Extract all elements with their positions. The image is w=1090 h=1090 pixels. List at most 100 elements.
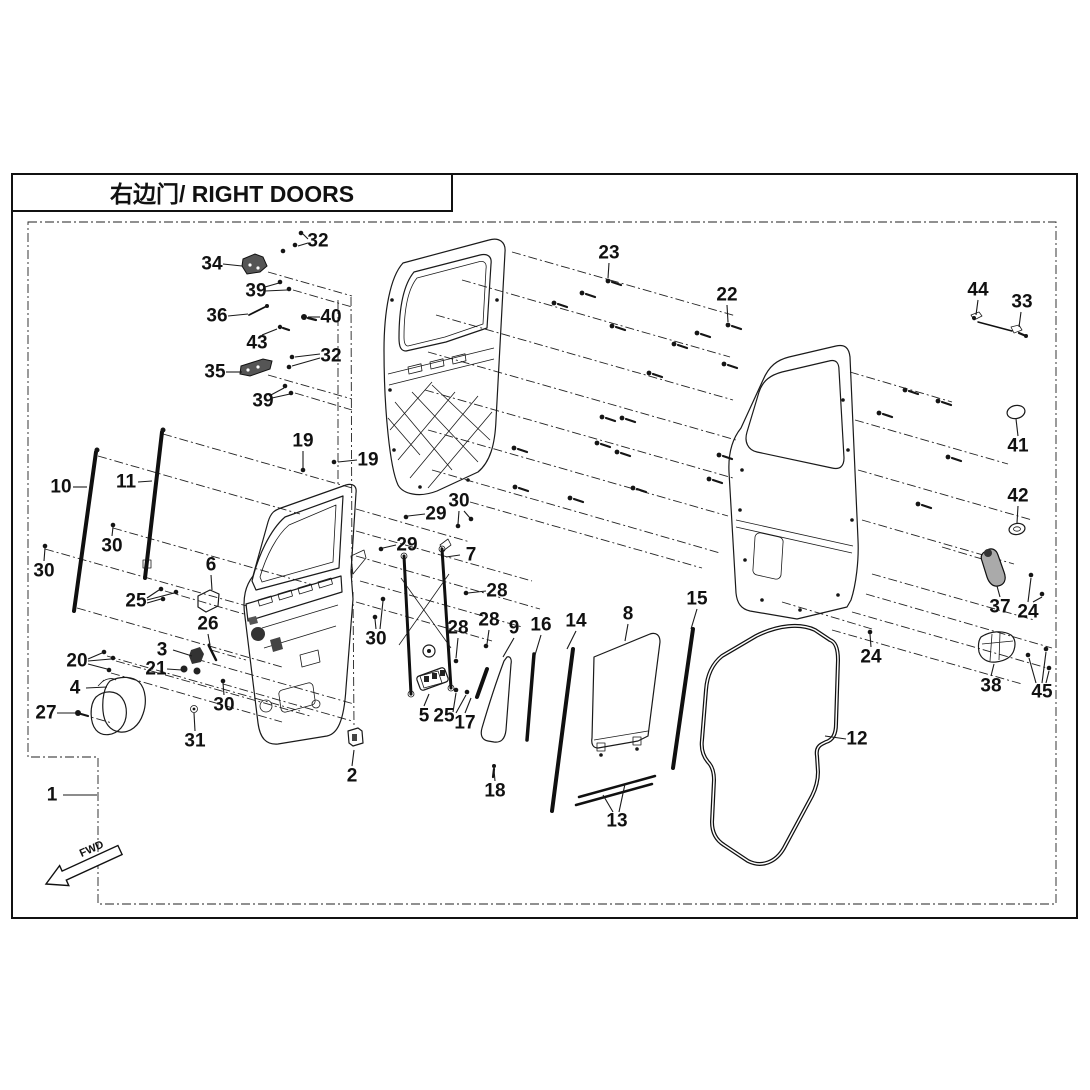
part-label-4: 4: [70, 678, 81, 699]
diagram-title: 右边门/ RIGHT DOORS: [110, 181, 354, 207]
bolt-40: [301, 314, 307, 320]
part-label-10: 10: [50, 477, 71, 498]
label-leader-line: [463, 510, 471, 519]
label-leader-line: [566, 630, 577, 650]
label-leader-line: [172, 649, 193, 657]
part-label-32: 32: [320, 346, 341, 367]
part-label-20: 20: [66, 651, 87, 672]
part-label-9: 9: [509, 618, 520, 639]
part-label-44: 44: [967, 280, 989, 301]
strip-14: [550, 647, 575, 813]
nut-31: [190, 705, 198, 713]
hinge-34: [241, 253, 268, 275]
part-label-28: 28: [478, 610, 499, 631]
part-label-2: 2: [347, 766, 358, 787]
label-leader-line: [996, 585, 1001, 598]
part-label-19: 19: [357, 450, 378, 471]
label-leader-line: [502, 637, 515, 658]
label-leader-line: [146, 592, 175, 601]
part-label-5: 5: [419, 706, 430, 727]
label-leader-line: [1015, 418, 1019, 437]
part-label-34: 34: [201, 254, 223, 275]
label-leader-line: [455, 637, 459, 659]
strip-10: [72, 450, 98, 613]
label-leader-line: [222, 263, 243, 267]
screw-27: [75, 710, 81, 716]
rod-26: [207, 644, 218, 662]
part-label-12: 12: [846, 729, 867, 750]
part-label-36: 36: [206, 306, 227, 327]
part-label-30: 30: [365, 629, 386, 650]
label-leader-line: [43, 547, 46, 562]
part-label-1: 1: [47, 785, 58, 806]
part-label-35: 35: [204, 362, 226, 383]
alignment-lines: [44, 251, 1053, 728]
part-label-13: 13: [606, 811, 627, 832]
label-leader-line: [87, 663, 108, 670]
title-box: [11, 173, 453, 212]
label-leader-line: [602, 794, 614, 813]
label-leader-line: [407, 513, 426, 517]
grommet-42: [1008, 522, 1026, 536]
part-label-18: 18: [484, 781, 505, 802]
label-leader-line: [87, 658, 112, 662]
label-leader-line: [1027, 577, 1032, 603]
rod-36: [248, 305, 268, 316]
label-leader-line: [990, 663, 995, 677]
latch-mechanism: [251, 627, 265, 641]
label-leader-line: [869, 633, 872, 648]
label-leader-line: [1018, 311, 1022, 328]
mirror-assembly: [90, 676, 146, 736]
frame-window-opening: [251, 495, 344, 591]
label-leader-line: [1016, 505, 1019, 524]
label-leader-line: [264, 282, 280, 288]
label-leader-line: [264, 289, 288, 292]
glass-run-strips: [72, 427, 695, 813]
label-leader-line: [111, 526, 114, 537]
part-label-39: 39: [252, 391, 273, 412]
label-leader-line: [337, 459, 358, 463]
part-label-33: 33: [1011, 292, 1032, 313]
part-label-21: 21: [145, 659, 167, 680]
strip-13a: [577, 774, 657, 799]
label-leader-line: [493, 769, 496, 782]
label-leader-line: [261, 328, 278, 336]
part-label-24: 24: [1017, 602, 1039, 623]
part-label-30: 30: [448, 491, 469, 512]
part-label-14: 14: [565, 611, 587, 632]
part-label-27: 27: [35, 703, 56, 724]
clip-21b: [193, 667, 201, 675]
part-label-16: 16: [530, 615, 551, 636]
label-leader-line: [423, 693, 430, 707]
bracket-6: [197, 589, 220, 613]
label-leader-line: [445, 554, 461, 558]
screw-43: [277, 324, 283, 330]
door-glass: [591, 632, 661, 757]
part-label-24: 24: [860, 647, 882, 668]
label-leader-line: [302, 233, 309, 240]
label-leader-line: [222, 682, 225, 696]
striker: [347, 727, 364, 747]
label-leader-line: [297, 242, 309, 247]
label-leader-line: [1028, 657, 1037, 684]
part-label-43: 43: [246, 333, 267, 354]
label-leader-line: [85, 686, 108, 689]
part-label-29: 29: [425, 504, 446, 525]
label-leader-line: [726, 304, 729, 323]
strip-15: [671, 627, 695, 770]
label-leader-line: [207, 633, 211, 646]
label-leader-line: [464, 697, 472, 714]
part-label-15: 15: [686, 589, 708, 610]
part-label-42: 42: [1007, 486, 1028, 507]
hinge-35: [239, 358, 273, 377]
screws: [42, 230, 1052, 779]
part-label-3: 3: [157, 640, 168, 661]
label-leader-line: [534, 634, 542, 656]
label-leader-line: [374, 618, 377, 630]
part-label-28: 28: [447, 618, 468, 639]
label-leader-line: [975, 299, 979, 316]
label-leader-line: [1041, 651, 1047, 684]
